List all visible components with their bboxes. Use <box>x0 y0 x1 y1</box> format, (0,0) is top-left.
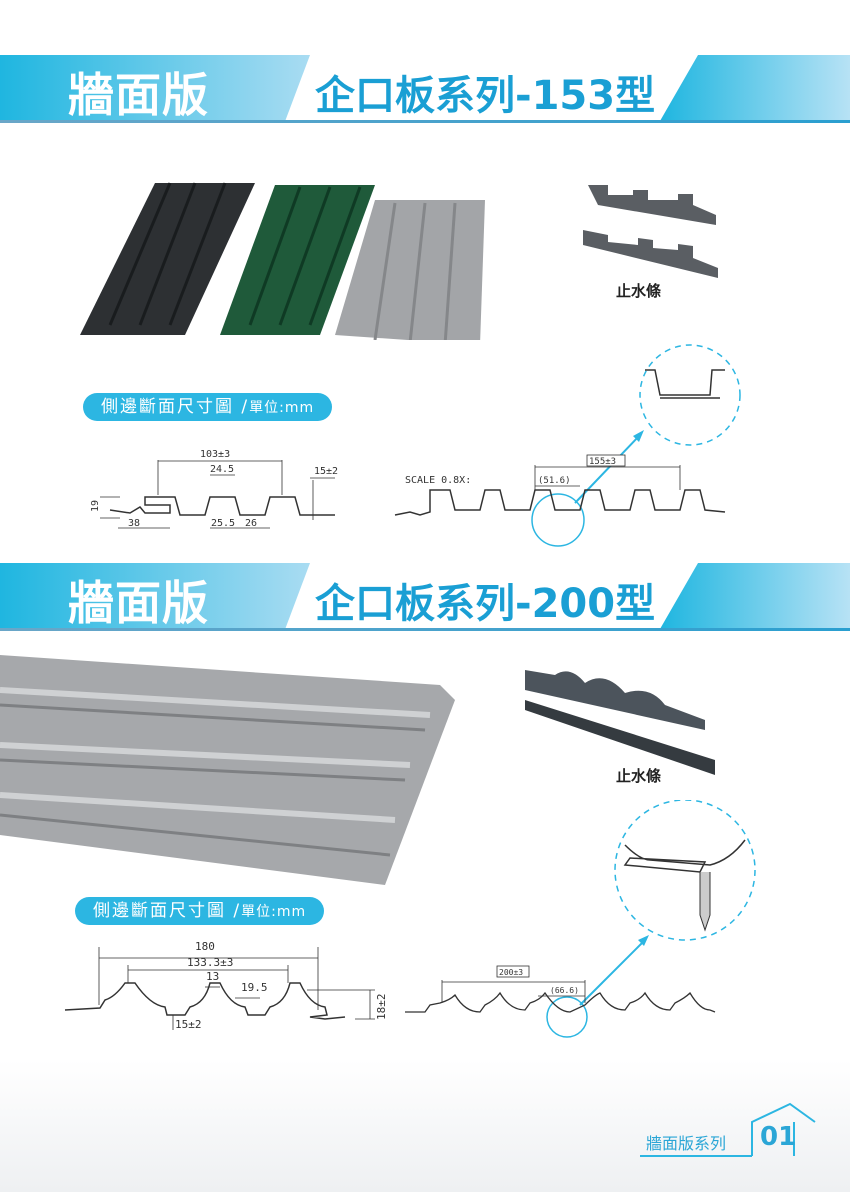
pill-unit: 單位:mm <box>241 904 307 920</box>
product-title: 企口板系列-153型 <box>315 73 656 119</box>
waterstop-label: 止水條 <box>616 282 662 300</box>
panel-200-image <box>0 655 455 885</box>
pill-title: 側邊斷面尺寸圖 <box>101 397 234 417</box>
footer-series: 牆面版系列 <box>646 1134 727 1153</box>
dim-top: 24.5 <box>210 464 234 475</box>
product-title: 企口板系列-200型 <box>315 581 656 627</box>
dim-bottom: 25.5 <box>211 518 235 529</box>
dim-height-right: 15±2 <box>314 466 338 477</box>
overlap-width: (66.6) <box>550 986 579 995</box>
dim-top: 13 <box>206 970 219 983</box>
dim-gap: 26 <box>245 518 257 529</box>
waterstop-153-image <box>583 185 718 278</box>
waterstop-label: 止水條 <box>616 767 662 785</box>
dim-pitch: 133.3±3 <box>187 956 233 969</box>
waterstop-200-image <box>525 670 715 775</box>
pill-separator: / <box>233 901 242 921</box>
section-pill: 側邊斷面尺寸圖 /單位:mm <box>83 393 333 421</box>
dim-height: 18±2 <box>375 994 388 1021</box>
pill-title: 側邊斷面尺寸圖 <box>93 901 226 921</box>
panel-153-image <box>80 182 485 340</box>
section-header-153: 牆面版 企口板系列-153型 <box>0 55 850 123</box>
dim-left-width: 38 <box>128 518 140 529</box>
profile-153-diagram: 103±3 24.5 15±2 19 38 25.5 26 <box>90 449 338 529</box>
dim-valley: 19.5 <box>241 981 268 994</box>
footer-background <box>0 1060 850 1192</box>
dim-lip: 15±2 <box>175 1018 202 1031</box>
section-header-200: 牆面版 企口板系列-200型 <box>0 563 850 631</box>
dim-total: 180 <box>195 940 215 953</box>
installed-153-diagram: 155±3 (51.6) SCALE 0.8X: <box>394 344 741 547</box>
cover-width: 200±3 <box>499 968 523 977</box>
category-title: 牆面版 <box>68 576 209 630</box>
category-title: 牆面版 <box>68 68 209 122</box>
page-number: 01 <box>760 1122 797 1152</box>
pill-unit: 單位:mm <box>249 400 315 416</box>
dim-height-left: 19 <box>90 500 101 512</box>
cover-width: 155±3 <box>589 457 616 467</box>
house-icon <box>640 1102 816 1157</box>
scale-label: SCALE 0.8X: <box>405 475 471 486</box>
overlap-width: (51.6) <box>538 476 571 486</box>
profile-200-diagram: 180 133.3±3 13 19.5 15±2 18±2 <box>64 940 388 1031</box>
installed-200-diagram: 200±3 (66.6) <box>405 800 756 1038</box>
pill-separator: / <box>241 397 250 417</box>
section-pill: 側邊斷面尺寸圖 /單位:mm <box>75 897 325 925</box>
dim-pitch: 103±3 <box>200 449 230 460</box>
